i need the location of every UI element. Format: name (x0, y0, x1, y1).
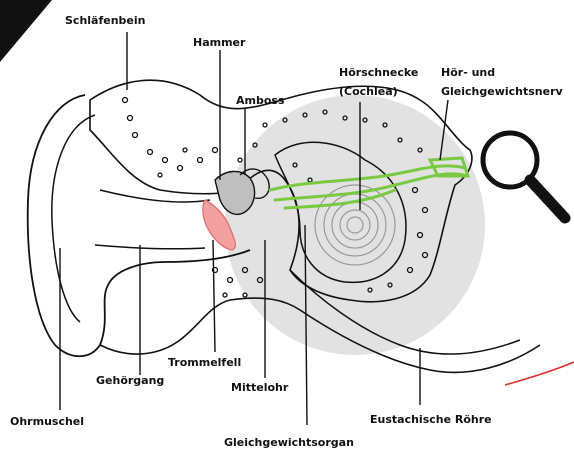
outer-ear-inner (52, 115, 95, 322)
label-hammer: Hammer (193, 36, 246, 49)
label-hoerschnecke: Hörschnecke (339, 66, 418, 79)
label-nerv-2: Gleichgewichtsnerv (441, 85, 564, 98)
ear-canal-bottom (95, 245, 205, 249)
label-schlaefenbein: Schläfenbein (65, 14, 145, 27)
label-eustachische-roehre: Eustachische Röhre (370, 413, 492, 426)
magnifier-icon (483, 133, 565, 218)
label-gleichgewichtsorgan: Gleichgewichtsorgan (224, 436, 354, 449)
label-mittelohr: Mittelohr (231, 381, 289, 394)
ear-canal-top (100, 190, 210, 202)
label-gehoergang: Gehörgang (96, 374, 164, 387)
red-accent-arc (505, 362, 574, 385)
label-ohrmuschel: Ohrmuschel (10, 415, 84, 428)
highlight-circle (225, 95, 485, 355)
label-cochlea: (Cochlea) (339, 85, 398, 98)
label-amboss: Amboss (236, 94, 285, 107)
label-trommelfell: Trommelfell (168, 356, 241, 369)
label-nerv-1: Hör- und (441, 66, 495, 79)
corner-triangle-icon (0, 0, 52, 62)
ossicles (215, 171, 255, 214)
